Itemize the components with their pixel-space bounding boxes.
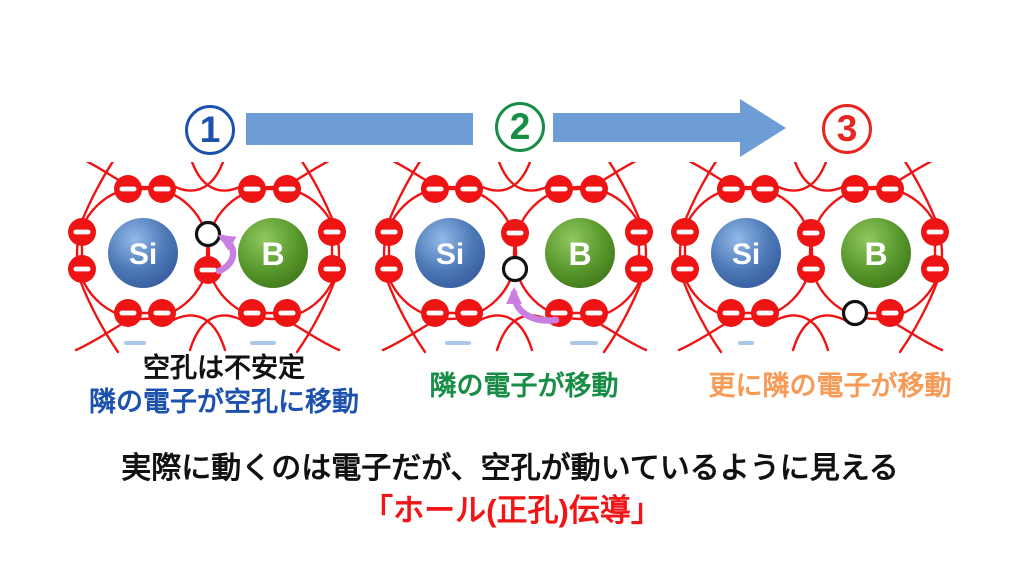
sequence-arrow-shaft	[553, 113, 740, 142]
panel1-caption-line2: 隣の電子が空孔に移動	[89, 387, 359, 417]
artifact-dash	[570, 341, 598, 345]
artifact-dash	[124, 341, 146, 345]
lattice-panel-1: Si B	[68, 162, 346, 354]
lattice-panel-3: Si B	[671, 162, 949, 354]
step-1-badge: 1	[185, 105, 235, 155]
artifact-dash	[445, 341, 471, 345]
panel2-caption: 隣の電子が移動	[429, 371, 619, 401]
lattice-panel-2: Si B	[375, 162, 653, 354]
step-2-badge: 2	[495, 102, 545, 152]
si-atom-label: Si	[732, 238, 760, 271]
b-atom	[841, 218, 911, 288]
si-atom	[415, 218, 485, 288]
panel1-caption-line1: 空孔は不安定	[143, 353, 305, 383]
hole-icon	[501, 255, 529, 283]
si-atom-label: Si	[129, 238, 157, 271]
b-atom-label: B	[864, 236, 887, 272]
artifact-dash	[250, 341, 276, 345]
b-atom	[238, 218, 308, 288]
b-atom-label: B	[261, 236, 284, 272]
si-atom-label: Si	[436, 238, 464, 271]
b-atom-label: B	[568, 236, 591, 272]
sequence-bar	[246, 113, 473, 145]
si-atom	[108, 218, 178, 288]
panel3-caption: 更に隣の電子が移動	[708, 371, 952, 401]
step-3-badge: 3	[822, 104, 872, 154]
hole-conduction-title: 「ホール(正孔)伝導」	[362, 493, 662, 528]
artifact-dash	[738, 341, 754, 345]
sequence-arrow-head-icon	[740, 99, 786, 157]
summary-line: 実際に動くのは電子だが、空孔が動いているように見える	[121, 452, 899, 485]
electron-move-arrow	[506, 287, 560, 324]
b-atom	[545, 218, 615, 288]
hole-icon	[194, 220, 222, 248]
si-atom	[711, 218, 781, 288]
hole-icon	[841, 299, 869, 327]
electron-move-arrow	[215, 234, 237, 275]
